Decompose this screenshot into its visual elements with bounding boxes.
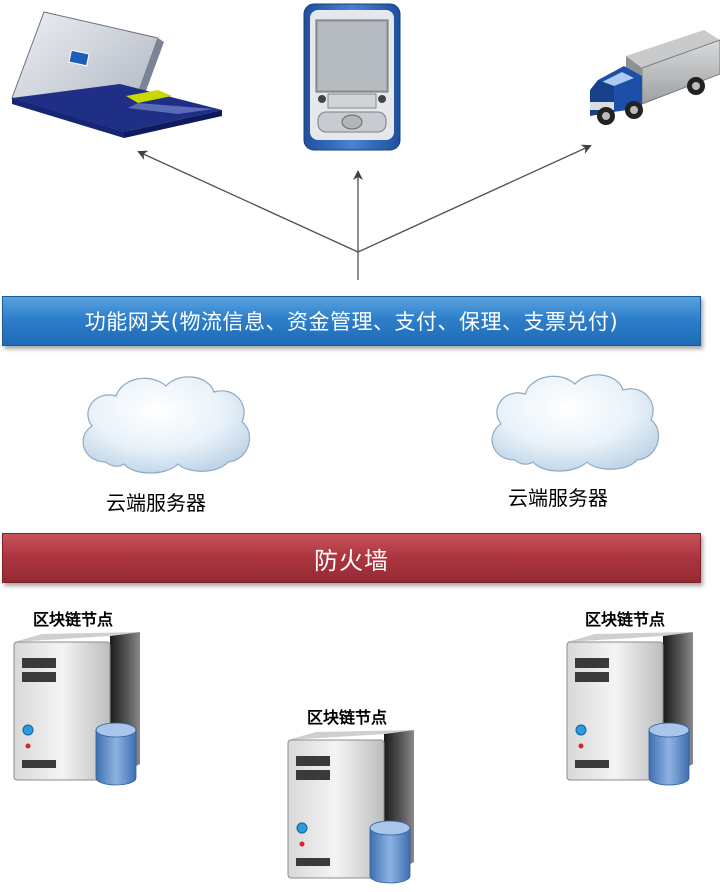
cloud-icon: [491, 374, 660, 472]
server-database-icon: [287, 729, 415, 884]
cloud-server-label-right: 云端服务器: [508, 486, 608, 510]
laptop-icon: [11, 11, 222, 138]
cloud-icon: [82, 376, 251, 474]
blockchain-node-label-left: 区块链节点: [33, 610, 114, 629]
firewall-bar: 防火墙: [2, 533, 701, 583]
arrow-to-laptop: [137, 150, 359, 253]
blockchain-node-label-center: 区块链节点: [307, 708, 388, 727]
function-gateway-bar: 功能网关(物流信息、资金管理、支付、保理、支票兑付): [2, 296, 701, 346]
pda-icon: [303, 3, 401, 151]
function-gateway-label: 功能网关(物流信息、资金管理、支付、保理、支票兑付): [84, 310, 619, 334]
blockchain-node-label-right: 区块链节点: [585, 610, 666, 629]
arrow-to-truck: [357, 144, 592, 253]
truck-icon: [590, 30, 720, 125]
server-database-icon: [566, 631, 694, 786]
connection-arrows: [137, 144, 592, 280]
cloud-server-label-left: 云端服务器: [106, 491, 206, 515]
firewall-label: 防火墙: [314, 546, 389, 575]
server-database-icon: [13, 631, 141, 786]
